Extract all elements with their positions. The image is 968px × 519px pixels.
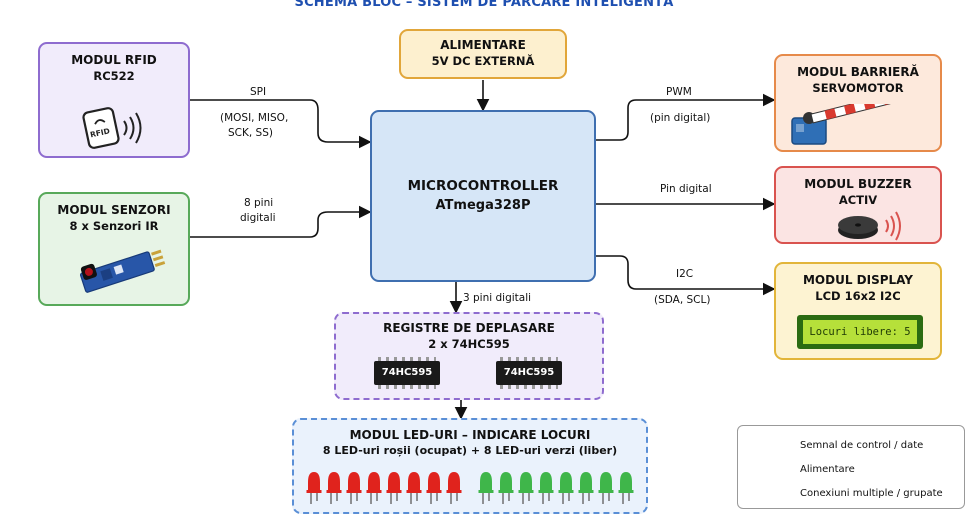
label-spi: SPI (250, 86, 267, 98)
label-spi-pins: (MOSI, MISO, (220, 112, 289, 124)
rfid-subtitle: RC522 (93, 69, 135, 83)
display-subtitle: LCD 16x2 I2C (815, 289, 901, 303)
shift-register-block: REGISTRE DE DEPLASARE 2 x 74HC595 (334, 312, 604, 400)
buzzer-subtitle: ACTIV (838, 193, 878, 207)
mcu-subtitle: ATmega328P (435, 198, 531, 213)
label-i2c-pins: (SDA, SCL) (654, 294, 711, 306)
servo-barrier-icon (791, 104, 917, 145)
lcd-screen-text: Locuri libere: 5 (803, 320, 917, 344)
wire-sensors (190, 205, 372, 238)
microcontroller-block: MICROCONTROLLER ATmega328P (370, 110, 596, 282)
green-led-7 (598, 472, 614, 504)
label-pwm: PWM (666, 86, 692, 98)
legend-control: Semnal de control / date (800, 440, 924, 451)
buzzer-icon (838, 211, 901, 241)
red-led-1 (306, 472, 322, 504)
registers-title: REGISTRE DE DEPLASARE (383, 321, 555, 335)
power-subtitle: 5V DC EXTERNĂ (431, 54, 535, 68)
label-register-pins: 3 pini digitali (463, 292, 532, 304)
label-sensor-pins: 8 pini (244, 197, 274, 209)
label-i2c: I2C (676, 268, 694, 280)
legend-multi: Conexiuni multiple / grupate (800, 488, 943, 499)
red-led-5 (386, 472, 402, 504)
green-led-3 (518, 472, 534, 504)
green-led-4 (538, 472, 554, 504)
led-row (306, 472, 634, 504)
mcu-title: MICROCONTROLLER (407, 178, 559, 194)
sensors-subtitle: 8 x Senzori IR (69, 219, 159, 233)
wire-pwm (596, 93, 776, 141)
sensors-module-block: MODUL SENZORI 8 x Senzori IR (38, 192, 190, 306)
rfid-card-text: RFID (89, 126, 110, 139)
green-led-2 (498, 472, 514, 504)
label-sensor-pins-2: digitali (240, 212, 276, 224)
rfid-title: MODUL RFID (71, 53, 157, 67)
registers-subtitle: 2 x 74HC595 (428, 337, 510, 351)
buzzer-module-block: MODUL BUZZER ACTIV (774, 166, 942, 244)
red-led-3 (346, 472, 362, 504)
label-pwm-pin: (pin digital) (650, 112, 711, 124)
buzzer-title: MODUL BUZZER (804, 177, 912, 191)
lcd-panel: Locuri libere: 5 (797, 315, 923, 349)
legend: Semnal de control / date Alimentare Cone… (737, 425, 965, 509)
red-led-7 (426, 472, 442, 504)
barrier-subtitle: SERVOMOTOR (812, 81, 904, 95)
legend-power: Alimentare (800, 464, 855, 475)
chip-74hc595-1: 74HC595 (374, 357, 440, 389)
barrier-module-block: MODUL BARRIERĂ SERVOMOTOR (774, 54, 942, 152)
wire-i2c (596, 255, 776, 296)
sensors-title: MODUL SENZORI (57, 203, 171, 217)
green-led-6 (578, 472, 594, 504)
rfid-card-icon: RFID (82, 107, 142, 149)
label-spi-pins-2: SCK, SS) (228, 127, 273, 139)
chip-74hc595-2: 74HC595 (496, 357, 562, 389)
diagram-title: SCHEMA BLOC – SISTEM DE PARCARE INTELIGE… (294, 0, 674, 10)
ir-sensor-icon (79, 249, 166, 293)
rfid-module-block: MODUL RFID RC522 RFID (38, 42, 190, 158)
red-led-6 (406, 472, 422, 504)
green-led-8 (618, 472, 634, 504)
green-led-5 (558, 472, 574, 504)
power-title: ALIMENTARE (440, 38, 526, 52)
power-supply-block: ALIMENTARE 5V DC EXTERNĂ (399, 29, 567, 79)
leds-subtitle: 8 LED-uri roșii (ocupat) + 8 LED-uri ver… (322, 444, 618, 457)
red-led-8 (446, 472, 462, 504)
wire-spi (190, 99, 372, 149)
label-buzzer-pin: Pin digital (660, 183, 712, 195)
green-led-1 (478, 472, 494, 504)
barrier-title: MODUL BARRIERĂ (797, 65, 919, 79)
display-title: MODUL DISPLAY (802, 273, 913, 287)
red-led-2 (326, 472, 342, 504)
red-led-4 (366, 472, 382, 504)
leds-title: MODUL LED-URI – INDICARE LOCURI (349, 428, 591, 442)
